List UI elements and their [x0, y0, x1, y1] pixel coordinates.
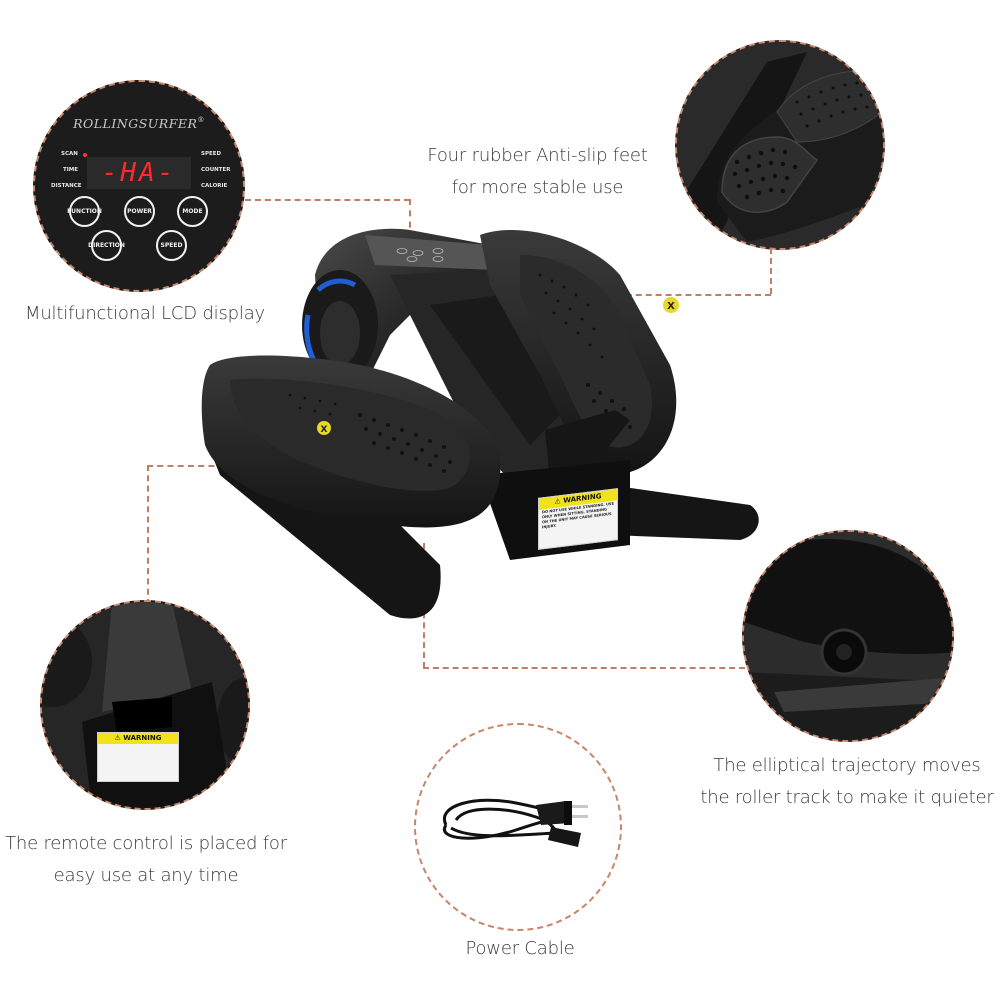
- roller-wheel-closeup-icon: [744, 532, 952, 740]
- svg-text:X: X: [667, 301, 675, 312]
- mode-button: MODE: [177, 196, 208, 227]
- connector-lcd-vertical: [409, 199, 411, 239]
- function-button: FUNCTION: [67, 196, 102, 227]
- cable-caption: Power Cable: [465, 938, 575, 959]
- direction-button: DIRECTION: [88, 230, 125, 261]
- under-desk-elliptical-product: X X: [201, 228, 759, 619]
- roller-caption-line1: The elliptical trajectory moves: [713, 755, 981, 776]
- anti-slip-feet-callout: [675, 40, 885, 250]
- lcd-screen: -HA-: [87, 157, 191, 189]
- power-cable-icon: [442, 798, 588, 847]
- connector-lcd-horizontal: [245, 199, 410, 201]
- remote-caption-line1: The remote control is placed for: [5, 833, 287, 854]
- connector-feet-vertical: [770, 248, 772, 294]
- remote-warning-title: ⚠ WARNING: [98, 733, 178, 744]
- feet-caption: Four rubber Anti-slip feet for more stab…: [405, 140, 670, 204]
- scan-indicator-dot: [83, 153, 87, 157]
- lcd-display-callout: ROLLINGSURFER® SCAN TIME DISTANCE -HA- S…: [33, 80, 245, 292]
- lcd-label-distance: DISTANCE: [51, 183, 82, 189]
- power-button: POWER: [124, 196, 155, 227]
- feet-caption-line1: Four rubber Anti-slip feet: [427, 145, 648, 166]
- product-warning-label: ⚠ WARNING DO NOT USE WHILE STANDING. USE…: [538, 488, 618, 550]
- pedal-closeup-icon: [677, 42, 883, 248]
- svg-text:X: X: [321, 425, 328, 435]
- lcd-label-calorie: CALORIE: [201, 183, 228, 189]
- lcd-label-scan: SCAN: [61, 151, 78, 157]
- roller-caption-line2: the roller track to make it quieter: [700, 787, 994, 808]
- lcd-caption: Multifunctional LCD display: [25, 303, 265, 324]
- remote-caption: The remote control is placed for easy us…: [0, 828, 292, 892]
- speed-button: SPEED: [156, 230, 187, 261]
- connector-roller-horizontal: [423, 667, 745, 669]
- feet-caption-line2: for more stable use: [451, 177, 624, 198]
- lcd-label-counter: COUNTER: [201, 167, 231, 173]
- connector-remote-vertical: [147, 465, 149, 605]
- roller-track-callout: [742, 530, 954, 742]
- remote-holder-callout: ⚠ WARNING: [40, 600, 250, 810]
- connector-feet-horizontal: [596, 294, 771, 296]
- remote-caption-line2: easy use at any time: [53, 865, 239, 886]
- remote-warning-label: ⚠ WARNING: [97, 732, 179, 782]
- lcd-label-speed: SPEED: [201, 151, 222, 157]
- power-cable-callout: [414, 723, 622, 931]
- lcd-label-time: TIME: [63, 167, 79, 173]
- lcd-brand: ROLLINGSURFER®: [73, 116, 205, 131]
- roller-caption: The elliptical trajectory moves the roll…: [694, 750, 1000, 814]
